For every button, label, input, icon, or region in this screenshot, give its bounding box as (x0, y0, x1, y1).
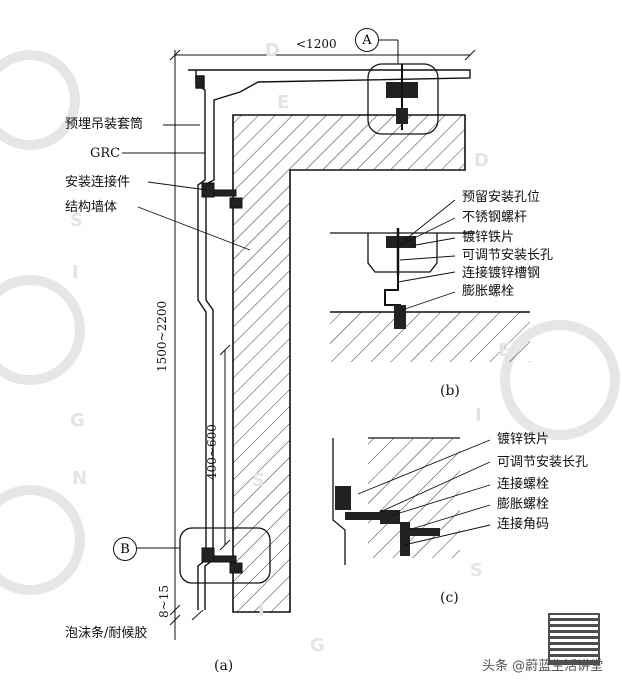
watermark-letter: S (252, 470, 265, 491)
callout-a-box (367, 39, 439, 135)
structural-wall-section (232, 114, 466, 613)
dimension-lines (169, 49, 476, 640)
label-b-rod: 不锈钢螺杆 (462, 210, 528, 225)
wall-connector-bottom (201, 547, 243, 574)
label-foam-sealant: 泡沫条/耐候胶 (65, 626, 148, 641)
watermark-letter: S (70, 210, 83, 231)
label-b-plate: 镀锌铁片 (462, 230, 515, 245)
label-b-slot: 可调节安装长孔 (462, 248, 554, 263)
qr-code-icon (548, 613, 600, 665)
dimension-width: <1200 (296, 37, 337, 51)
label-c-bolt: 连接螺栓 (497, 477, 550, 492)
label-grc: GRC (90, 146, 121, 161)
label-connector: 安装连接件 (65, 175, 131, 190)
label-embedded-sleeve: 预埋吊装套筒 (65, 117, 144, 132)
label-c-slot: 可调节安装长孔 (497, 455, 589, 470)
label-c-anchor: 膨胀螺栓 (497, 497, 550, 512)
label-c-angle: 连接角码 (497, 517, 550, 532)
marker-b: B (113, 537, 137, 561)
label-structural-wall: 结构墙体 (65, 200, 118, 215)
detail-c (332, 437, 491, 565)
label-b-hole: 预留安装孔位 (462, 190, 541, 205)
watermark-letter: D (474, 150, 489, 171)
label-b-bolt: 膨胀螺栓 (462, 284, 515, 299)
leader-lines-a (122, 124, 251, 621)
watermark-letter: S (470, 560, 483, 581)
watermark-letter: I (258, 600, 265, 621)
watermark-letter: D (265, 40, 280, 61)
dimension-height: 1500~2200 (155, 300, 169, 372)
label-c-plate: 镀锌铁片 (497, 432, 550, 447)
label-b-channel: 连接镀锌槽钢 (462, 266, 541, 281)
marker-a: A (355, 28, 379, 52)
watermark-letter: N (72, 468, 88, 489)
footer-credit: 头条 @蔚蓝生活讲堂 (482, 659, 604, 674)
dimension-spacing: 400~600 (205, 424, 219, 480)
watermark-letter: G (310, 635, 325, 656)
watermark-letter: E (277, 92, 290, 113)
watermark-letter: G (70, 410, 85, 431)
detail-b (330, 199, 530, 362)
wall-connector-top (201, 182, 243, 209)
caption-a: (a) (214, 658, 234, 674)
watermark-letter: E (498, 340, 511, 361)
caption-c: (c) (440, 590, 459, 606)
watermark-rings (0, 50, 620, 595)
caption-b: (b) (440, 383, 460, 399)
watermark-letter: I (72, 262, 79, 283)
watermark-letter: I (475, 405, 482, 426)
dimension-gap: 8~15 (157, 585, 171, 618)
